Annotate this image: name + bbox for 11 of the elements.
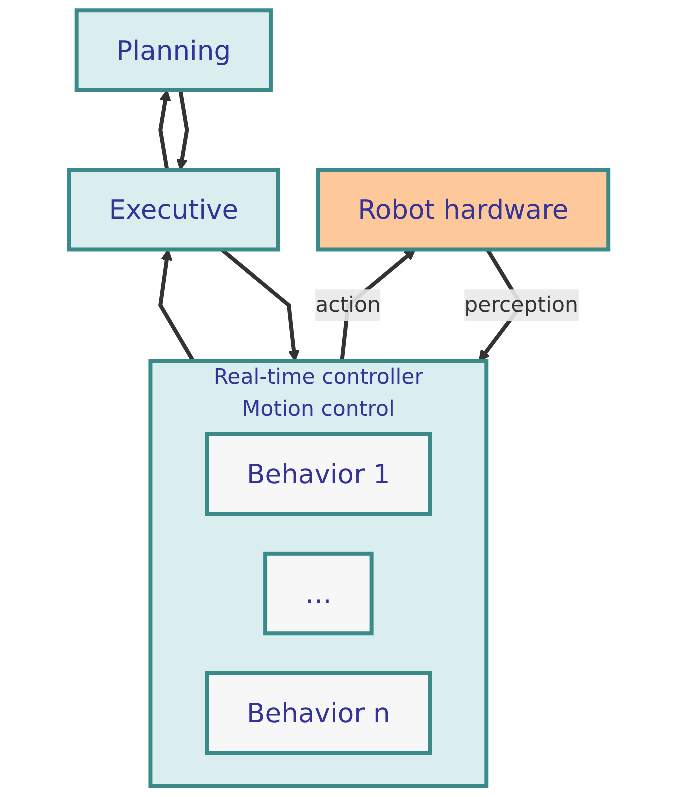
node-box: Executive	[67, 168, 280, 252]
arrow	[158, 249, 196, 362]
arrow	[176, 90, 190, 171]
edge-label: perception	[464, 292, 578, 318]
node-box: …	[264, 552, 374, 636]
edge-label: action	[316, 292, 382, 318]
node-box: Planning	[74, 8, 273, 92]
node-box: Behavior 1	[205, 432, 432, 516]
node-box: Robot hardware	[316, 168, 611, 252]
arrow	[158, 90, 172, 170]
node-box: Behavior n	[205, 671, 432, 756]
